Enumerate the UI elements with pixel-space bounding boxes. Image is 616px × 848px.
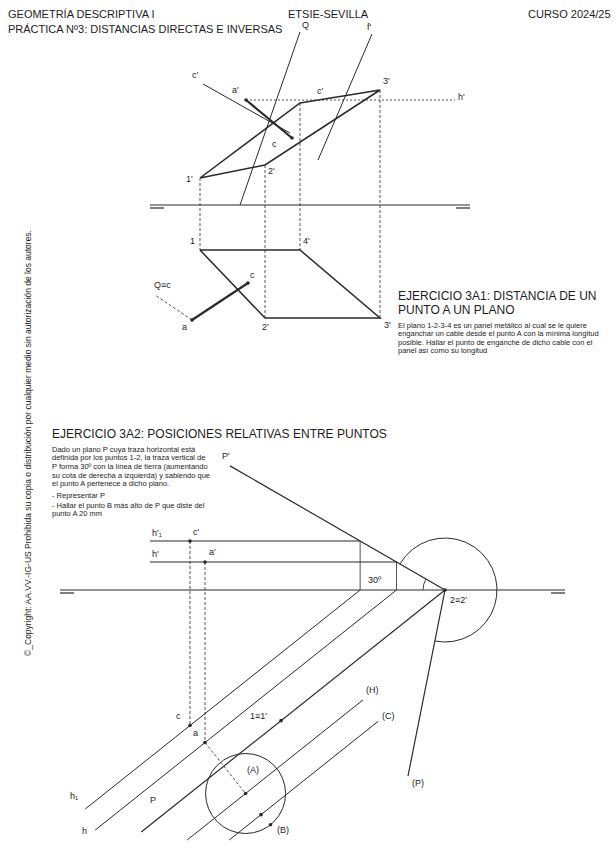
recall-line: [396, 562, 397, 590]
point-marker: [269, 823, 273, 827]
header-text: CURSO 2024/25: [528, 8, 611, 21]
point-label: a: [182, 322, 187, 332]
recall-line: [380, 90, 381, 318]
line-label: (P): [412, 778, 424, 788]
line-label: (H): [366, 685, 379, 695]
horizontal-line-plan: [85, 590, 360, 809]
auxiliary-line: [155, 295, 192, 320]
point-label: c: [176, 711, 181, 721]
line-label: h'₁: [152, 528, 162, 538]
point-marker: [203, 560, 207, 564]
recall-line: [265, 165, 266, 318]
point-label: 1': [186, 174, 193, 184]
recall-line: [300, 103, 301, 250]
point-marker: [190, 318, 194, 322]
exercise-title: EJERCICIO 3A1: DISTANCIA DE UN PUNTO A U…: [398, 290, 608, 318]
point-label: a': [209, 547, 216, 557]
ground-line: [150, 204, 470, 205]
frontal-line: [318, 34, 372, 160]
point-label: 2': [268, 166, 275, 176]
line-label: P': [222, 451, 230, 461]
vertical-trace: [230, 466, 445, 590]
header-text: ETSIE-SEVILLA: [288, 8, 368, 21]
ground-line-mark: [150, 207, 164, 208]
point-marker: [244, 792, 248, 796]
ground-line-mark: [60, 592, 74, 593]
line-label: Q≡c: [154, 280, 171, 290]
point-marker: [290, 136, 294, 140]
point-label: 1: [190, 236, 195, 246]
point-marker: [246, 281, 250, 285]
task-item: - Representar P: [52, 492, 105, 501]
line-label: h₁: [70, 791, 78, 801]
exercise-statement: El plano 1-2-3-4 es un panel metálico al…: [398, 322, 603, 357]
rotated-horizontal: [229, 721, 378, 840]
recall-line: [200, 178, 201, 250]
horizontal-line: [246, 100, 455, 101]
line-label: (C): [382, 711, 395, 721]
point-marker: [279, 719, 283, 723]
task-item: - Hallar el punto B más alto de P que di…: [52, 502, 212, 519]
point-label: 3': [383, 76, 390, 86]
point-label: c': [193, 527, 199, 537]
plane-trace-line: [240, 32, 300, 205]
horizontal-line-plan: [95, 590, 396, 830]
panel-elevation: [200, 90, 380, 178]
point-label: a': [232, 85, 239, 95]
rotated-vertical-trace: [408, 590, 445, 776]
point-label: 3': [384, 320, 391, 330]
perpendicular-cable-plan: [192, 283, 248, 320]
point-marker: [259, 813, 263, 817]
point-label: (B): [277, 825, 289, 835]
recall-line: [190, 541, 191, 726]
header-text: GEOMETRÍA DESCRIPTIVA I: [8, 8, 155, 21]
panel-plan: [200, 250, 380, 318]
line-label: P: [150, 795, 156, 805]
line-label: h': [458, 92, 465, 102]
exercise-title: EJERCICIO 3A2: POSICIONES RELATIVAS ENTR…: [52, 428, 387, 442]
rotation-arc: [400, 538, 497, 642]
point-label: 2≡2': [450, 595, 467, 605]
point-label: c': [317, 86, 323, 96]
recall-line: [205, 562, 206, 743]
point-label: 1≡1': [250, 711, 267, 721]
horizontal-line-elevation: [150, 541, 360, 542]
horizontal-line-elevation: [150, 562, 397, 563]
rotation-line: [205, 743, 246, 794]
point-label: (A): [247, 765, 259, 775]
point-label: c: [272, 139, 277, 149]
point-label: a: [193, 728, 198, 738]
recall-line: [360, 541, 361, 590]
copyright-watermark: ©_Copyright: AA.VV.-IG-US Prohibida su c…: [24, 230, 34, 656]
point-label: 2': [262, 322, 269, 332]
distance-circle: [206, 753, 286, 833]
exercise-statement: Dado un plano P cuya traza horizontal es…: [52, 446, 212, 489]
horizontal-trace: [141, 590, 445, 832]
line-label: h: [82, 826, 87, 836]
point-marker: [244, 98, 248, 102]
ground-line-mark: [551, 592, 565, 593]
rotated-horizontal: [187, 700, 363, 840]
point-marker: [188, 539, 192, 543]
point-label: c': [192, 70, 198, 80]
ground-line: [60, 589, 565, 590]
line-label: h': [152, 549, 159, 559]
line-label: Q: [302, 20, 309, 30]
point-label: 4': [303, 236, 310, 246]
point-label: c: [250, 270, 255, 280]
line-label: f': [367, 22, 371, 32]
practice-title: PRÁCTICA Nº3: DISTANCIAS DIRECTAS E INVE…: [8, 23, 282, 36]
ground-line-mark: [456, 207, 470, 208]
angle-label: 30º: [368, 575, 381, 585]
angle-arc: [423, 579, 426, 590]
point-marker: [188, 724, 192, 728]
perpendicular-cable: [246, 100, 292, 138]
